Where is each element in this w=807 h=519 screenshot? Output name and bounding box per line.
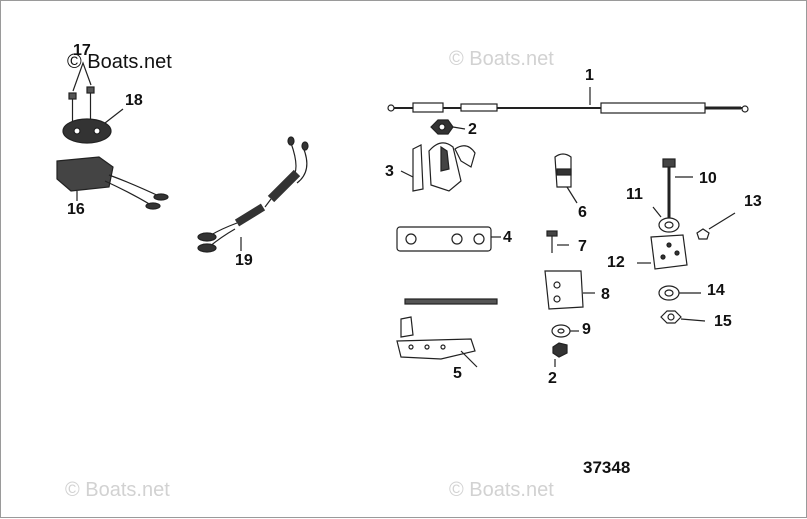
callout-11: 11: [626, 186, 643, 203]
plate-18: [62, 108, 124, 144]
callout-5: 5: [453, 365, 462, 382]
cable-1: [387, 87, 749, 114]
screw-7: [546, 230, 569, 253]
callout-16: 16: [67, 201, 85, 218]
callout-9: 9: [582, 321, 591, 338]
callout-2-bottom: 2: [548, 370, 557, 387]
clip-6: [554, 153, 578, 204]
callout-17: 17: [73, 42, 91, 59]
nut-15: [660, 310, 706, 324]
nut-2-top: [430, 119, 466, 135]
watermark-top-center: © Boats.net: [449, 48, 554, 70]
callout-14: 14: [707, 282, 725, 299]
nut-2-bottom: [552, 342, 568, 367]
watermark-bottom-left: © Boats.net: [65, 479, 170, 501]
washer-11: [652, 206, 680, 233]
callout-8: 8: [601, 286, 610, 303]
washer-9: [551, 324, 579, 338]
bolt-10: [662, 158, 693, 219]
callout-10: 10: [699, 170, 717, 187]
bolts-17: [68, 61, 95, 127]
figure-number: 37348: [583, 458, 631, 477]
block-12: [637, 234, 688, 270]
bracket-8: [544, 270, 595, 310]
washer-14: [658, 285, 701, 301]
bracket-4: [396, 226, 501, 252]
callout-7: 7: [578, 238, 587, 255]
fastener-13: [696, 212, 736, 240]
clamp-3: [400, 142, 476, 192]
callout-6: 6: [578, 204, 587, 221]
module-16: [56, 156, 169, 210]
callout-13: 13: [744, 193, 762, 210]
callout-19: 19: [235, 252, 253, 269]
callout-2-top: 2: [468, 121, 477, 138]
callout-3: 3: [385, 163, 394, 180]
callout-15: 15: [714, 313, 732, 330]
harness-19: [197, 136, 309, 253]
callout-4: 4: [503, 229, 512, 246]
watermark-bottom-center: © Boats.net: [449, 479, 554, 501]
callout-18: 18: [125, 92, 143, 109]
watermark-top-left: © Boats.net: [67, 51, 172, 73]
plate-5: [396, 298, 498, 368]
callout-1: 1: [585, 67, 594, 84]
callout-12: 12: [607, 254, 625, 271]
